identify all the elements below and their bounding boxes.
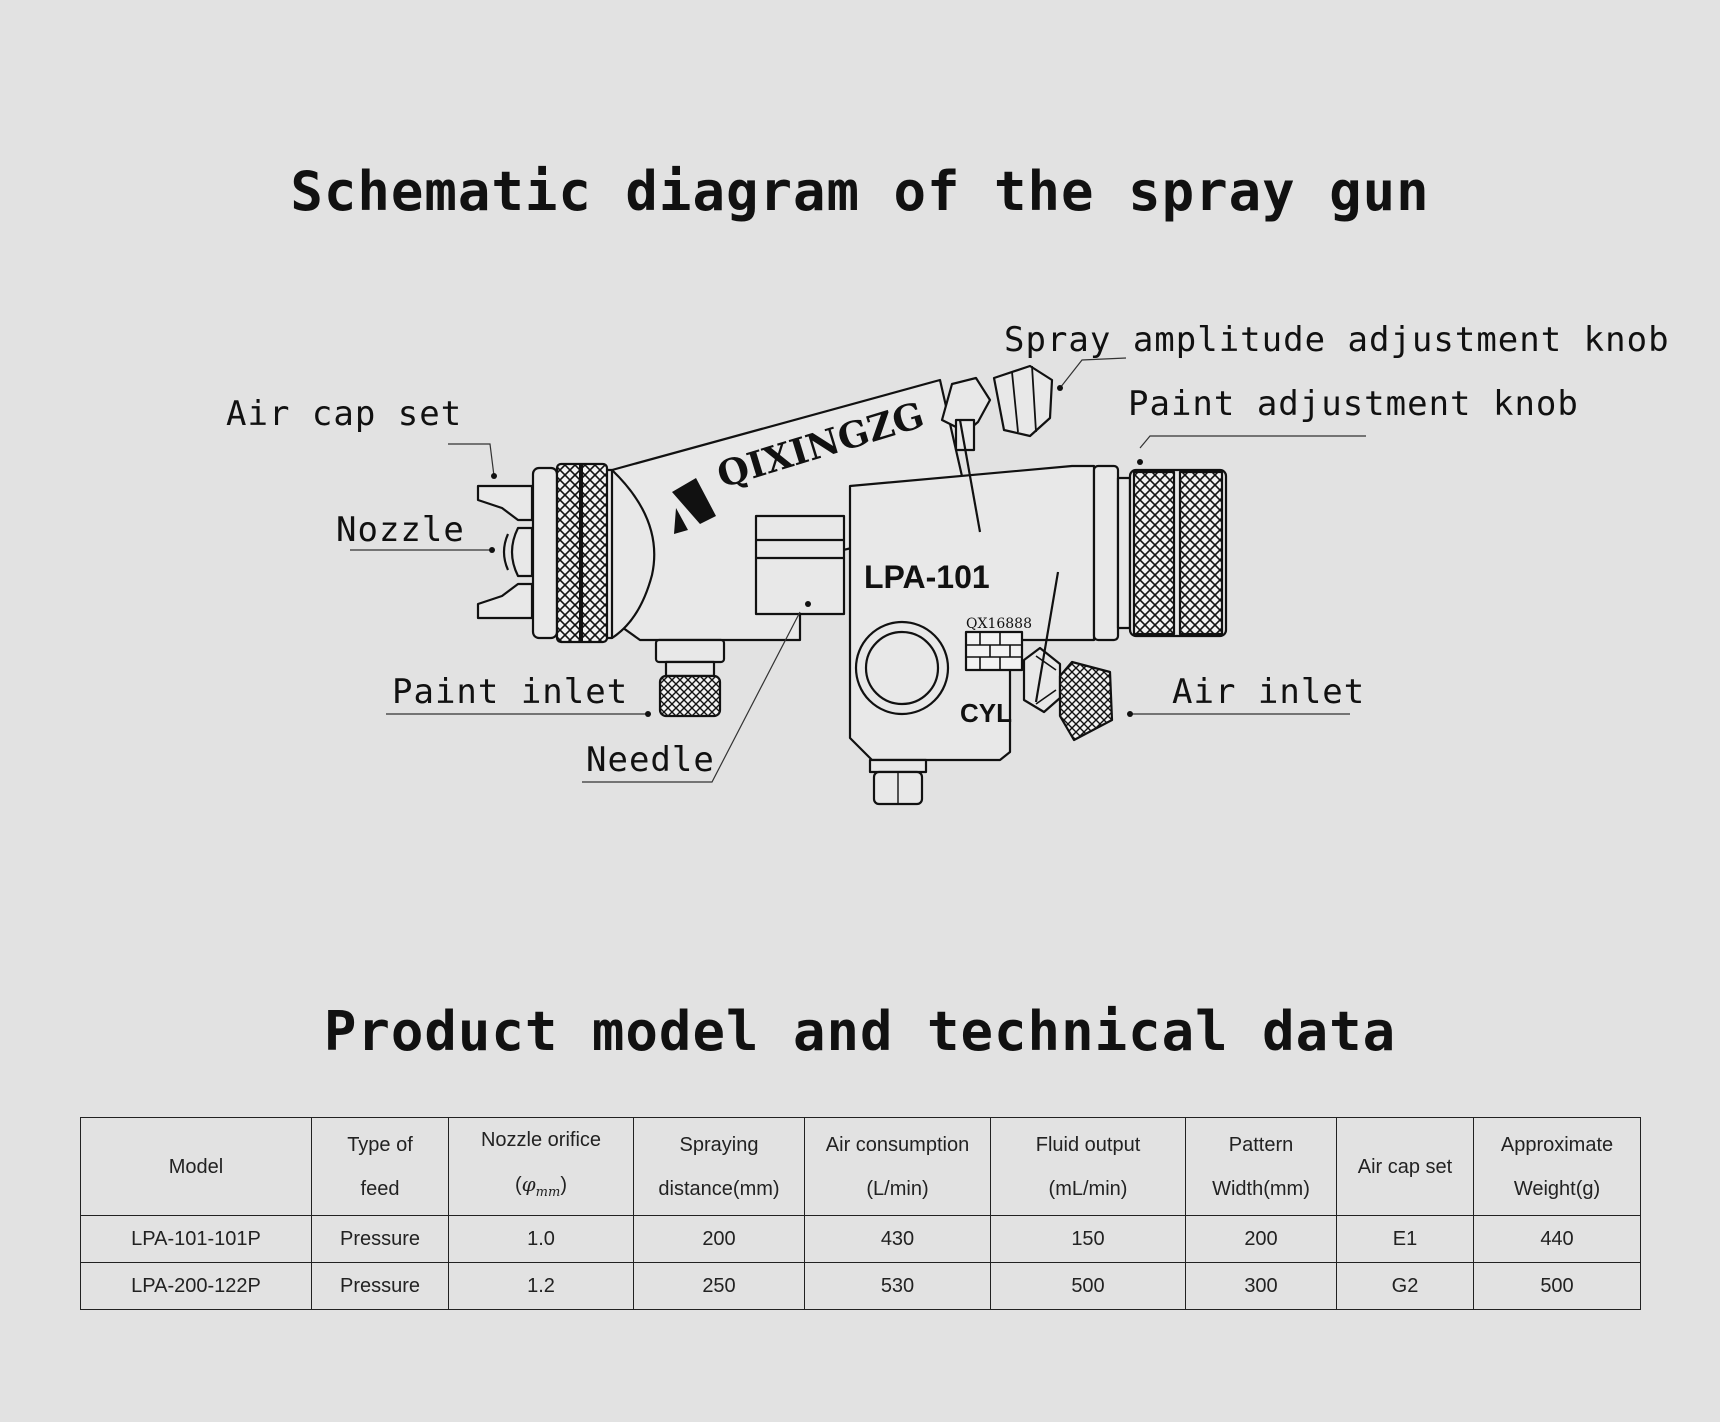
header-fluid: Fluid output(mL/min): [990, 1117, 1186, 1216]
bottom-fitting: [868, 758, 928, 806]
cell-air: 530: [804, 1262, 991, 1310]
cell-model: LPA-200-122P: [80, 1262, 312, 1310]
diagram-title: Schematic diagram of the spray gun: [290, 160, 1430, 223]
spray-amplitude-knob-icon: [940, 364, 1054, 452]
paint-adjustment-knob-icon: [1128, 468, 1228, 638]
header-orifice: Nozzle orifice(φmm): [448, 1117, 634, 1216]
brand-mark-icon: [672, 478, 716, 534]
header-cap: Air cap set: [1336, 1117, 1474, 1216]
cell-weight: 440: [1473, 1215, 1641, 1263]
cell-orifice: 1.2: [448, 1262, 634, 1310]
cell-width: 300: [1185, 1262, 1337, 1310]
table-title: Product model and technical data: [323, 1000, 1397, 1063]
spray-gun-diagram: QIXINGZG LPA-101 QX16888 CYL: [350, 357, 1366, 806]
header-model: Model: [80, 1117, 312, 1216]
air-inlet-fitting: [1022, 646, 1114, 742]
cell-weight: 500: [1473, 1262, 1641, 1310]
cell-cap: G2: [1336, 1262, 1474, 1310]
cell-orifice: 1.0: [448, 1215, 634, 1263]
air-cap-ring: [531, 462, 609, 644]
leader-dots: [489, 385, 1143, 717]
cell-fluid: 150: [990, 1215, 1186, 1263]
table-row: LPA-101-101P Pressure 1.0 200 430 150 20…: [80, 1215, 1641, 1263]
table-row: LPA-200-122P Pressure 1.2 250 530 500 30…: [80, 1262, 1641, 1310]
gun-serial: QX16888: [966, 616, 1032, 632]
nozzle-icon: [476, 484, 534, 620]
label-nozzle: Nozzle: [336, 510, 465, 550]
header-air: Air consumption(L/min): [804, 1117, 991, 1216]
label-paint-adjustment-knob: Paint adjustment knob: [1128, 384, 1579, 424]
paint-inlet-fitting: [654, 638, 726, 718]
label-needle: Needle: [586, 740, 715, 780]
label-air-inlet: Air inlet: [1172, 672, 1366, 712]
gun-code: CYL: [960, 698, 1012, 728]
cell-fluid: 500: [990, 1262, 1186, 1310]
cell-width: 200: [1185, 1215, 1337, 1263]
leader-lines: [350, 357, 1366, 783]
brick-badge: [964, 630, 1024, 672]
cell-air: 430: [804, 1215, 991, 1263]
trigger-line: [958, 419, 1060, 703]
cell-distance: 250: [633, 1262, 805, 1310]
cell-feed: Pressure: [311, 1262, 449, 1310]
gun-model: LPA-101: [864, 559, 990, 595]
cell-feed: Pressure: [311, 1215, 449, 1263]
air-port-circle: [854, 620, 950, 716]
label-spray-amplitude-knob: Spray amplitude adjustment knob: [1004, 320, 1670, 360]
cell-model: LPA-101-101P: [80, 1215, 312, 1263]
label-air-cap-set: Air cap set: [226, 394, 463, 434]
cell-cap: E1: [1336, 1215, 1474, 1263]
needle-housing: [754, 514, 846, 616]
label-paint-inlet: Paint inlet: [392, 672, 629, 712]
cell-distance: 200: [633, 1215, 805, 1263]
